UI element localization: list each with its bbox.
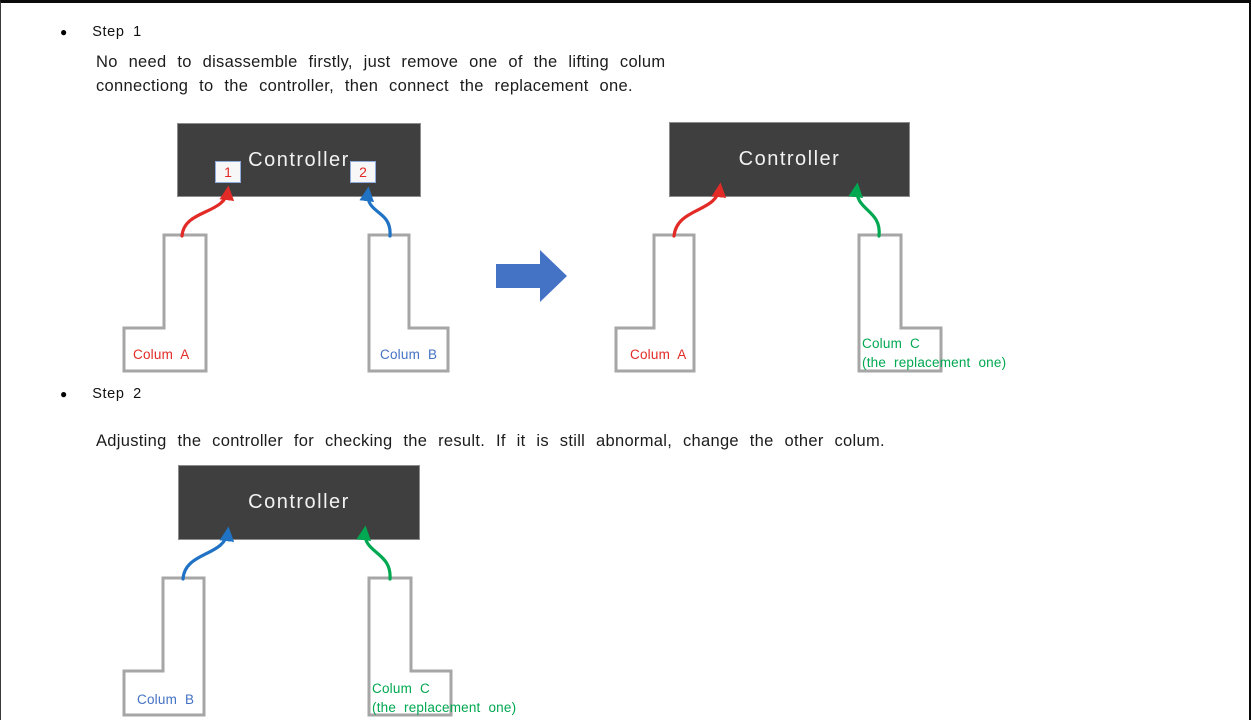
column-c-note: (the replacement one) (372, 700, 517, 715)
step-2-body: Adjusting the controller for checking th… (96, 432, 885, 450)
step-1-heading: ● Step 1 (60, 24, 142, 40)
port-2-badge: 2 (350, 161, 376, 183)
step-2-heading: ● Step 2 (60, 386, 142, 402)
step-1-title: Step 1 (92, 24, 142, 40)
column-c-note: (the replacement one) (862, 355, 1007, 370)
column-b-label-step2: Colum B (137, 692, 195, 707)
controller-box-before: Controller (177, 123, 421, 197)
right-arrow-icon (496, 250, 567, 302)
step-1-paragraph: No need to disassemble firstly, just rem… (96, 51, 665, 98)
column-a-label-after: Colum A (630, 347, 687, 362)
column-c-name: Colum C (372, 681, 430, 696)
controller-box-step2: Controller (178, 465, 420, 540)
bullet-icon: ● (60, 25, 68, 39)
port-1-label: 1 (224, 164, 232, 180)
step-1-body-line-1: No need to disassemble firstly, just rem… (96, 53, 666, 71)
step-1-body-line-2: connectiong to the controller, then conn… (96, 76, 633, 95)
port-1-badge: 1 (215, 161, 241, 183)
column-a-label-before: Colum A (133, 347, 190, 362)
step-2-title: Step 2 (92, 386, 142, 402)
port-2-label: 2 (359, 164, 367, 180)
step-2-paragraph: Adjusting the controller for checking th… (96, 430, 885, 454)
column-b-label-before: Colum B (380, 347, 438, 362)
controller-label: Controller (248, 148, 350, 171)
column-c-label-step2: Colum C (the replacement one) (372, 679, 516, 717)
cable-arrow-blue-before (359, 186, 392, 238)
column-c-label-after: Colum C (the replacement one) (862, 334, 1006, 372)
column-c-name: Colum C (862, 336, 920, 351)
bullet-icon: ● (60, 387, 68, 401)
controller-box-after: Controller (669, 122, 910, 197)
controller-label: Controller (738, 148, 841, 170)
controller-label: Controller (248, 491, 350, 513)
